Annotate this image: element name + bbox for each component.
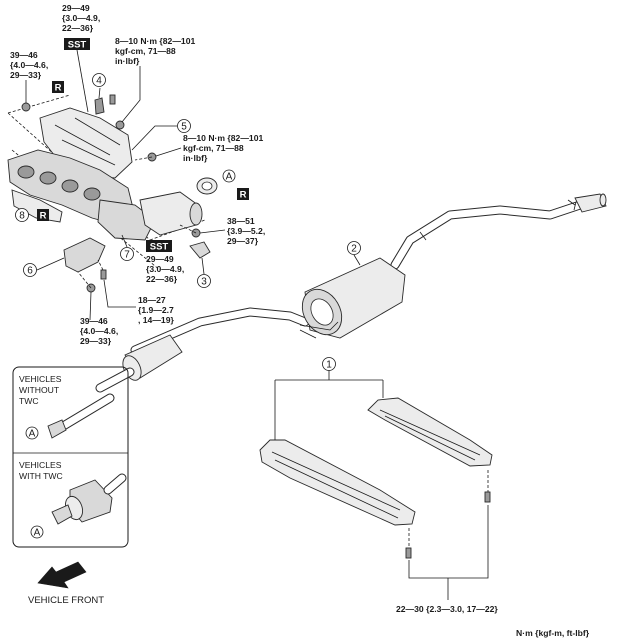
svg-text:22—36}: 22—36} [62,23,94,33]
members-group [259,370,493,600]
stud [109,94,116,105]
bolt [484,491,491,503]
vehicle-front-arrow-icon [37,561,87,589]
member-rear [367,397,493,467]
vehicle-front-indicator: VEHICLE FRONT [28,561,104,606]
svg-text:kgf-cm, 71—88: kgf-cm, 71—88 [183,143,244,153]
svg-text:5: 5 [181,122,187,133]
variant-inset [12,366,129,548]
nut [115,120,125,130]
tail-pipe [574,193,607,213]
inset-labels: VEHICLES WITHOUT TWC VEHICLES WITH TWC [19,374,63,481]
svg-text:39—46: 39—46 [80,316,108,326]
manifold-bracket [63,237,106,273]
svg-text:TWC: TWC [19,396,39,406]
svg-text:4: 4 [96,76,102,87]
svg-text:8: 8 [19,211,25,222]
svg-text:R: R [240,190,247,201]
svg-text:SST: SST [150,242,169,253]
svg-text:3: 3 [201,277,207,288]
svg-text:in·lbf}: in·lbf} [115,56,140,66]
callouts: 1 2 3 4 5 6 7 8 A A A [15,73,361,539]
exhaust-pipe [95,193,607,393]
svg-text:A: A [226,172,233,183]
svg-text:{3.0—4.9,: {3.0—4.9, [146,264,184,274]
svg-text:{4.0—4.6,: {4.0—4.6, [80,326,118,336]
manifold-lower-insulator [11,189,63,223]
svg-text:R: R [55,83,62,94]
svg-text:29—49: 29—49 [62,3,90,13]
svg-text:7: 7 [124,250,130,261]
units-note: N·m {kgf-m, ft-lbf} [516,628,590,638]
inset-frame [12,366,129,548]
member-front [259,439,416,526]
bolt [100,269,107,280]
svg-text:R: R [40,211,47,222]
svg-text:A: A [29,429,36,440]
svg-text:WITH TWC: WITH TWC [19,471,63,481]
svg-text:VEHICLES: VEHICLES [19,460,62,470]
svg-text:A: A [34,528,41,539]
svg-text:{3.0—4.9,: {3.0—4.9, [62,13,100,23]
bracket-3 [189,241,211,259]
svg-text:{3.9—5.2,: {3.9—5.2, [227,226,265,236]
svg-text:2: 2 [351,244,357,255]
svg-text:VEHICLES: VEHICLES [19,374,62,384]
svg-text:6: 6 [27,266,33,277]
svg-text:{1.9—2.7: {1.9—2.7 [138,305,174,315]
svg-text:8—10 N·m {82—101: 8—10 N·m {82—101 [115,36,195,46]
manifold-converter [97,199,156,241]
manifold-group [7,87,218,293]
svg-text:22—30 {2.3—3.0, 17—22}: 22—30 {2.3—3.0, 17—22} [396,604,498,614]
svg-text:{4.0—4.6,: {4.0—4.6, [10,60,48,70]
svg-text:8—10 N·m {82—101: 8—10 N·m {82—101 [183,133,263,143]
svg-text:29—33}: 29—33} [10,70,42,80]
oxygen-sensor [94,97,105,115]
svg-text:in·lbf}: in·lbf} [183,153,208,163]
svg-text:SST: SST [68,40,87,51]
svg-text:18—27: 18—27 [138,295,166,305]
svg-text:38—51: 38—51 [227,216,255,226]
svg-text:VEHICLE FRONT: VEHICLE FRONT [28,595,104,606]
nut [21,102,31,112]
svg-text:kgf-cm, 71—88: kgf-cm, 71—88 [115,46,176,56]
svg-text:22—36}: 22—36} [146,274,178,284]
svg-text:29—33}: 29—33} [80,336,112,346]
badges: SST SST R R R [37,38,249,253]
svg-text:29—49: 29—49 [146,254,174,264]
svg-text:29—37}: 29—37} [227,236,259,246]
torque-labels: 29—49 {3.0—4.9, 22—36} 39—46 {4.0—4.6, 2… [10,3,498,614]
svg-text:WITHOUT: WITHOUT [19,385,60,395]
svg-text:, 14—19}: , 14—19} [138,315,174,325]
bolt [405,547,412,559]
svg-text:39—46: 39—46 [10,50,38,60]
svg-text:1: 1 [326,360,332,371]
